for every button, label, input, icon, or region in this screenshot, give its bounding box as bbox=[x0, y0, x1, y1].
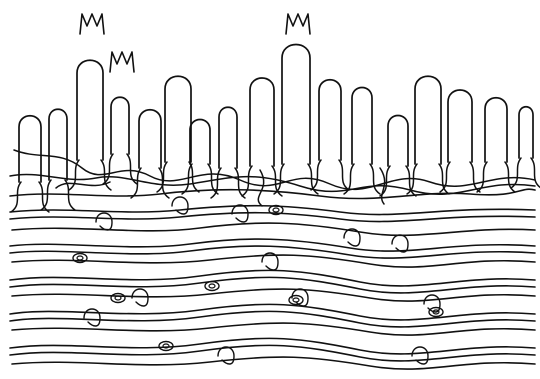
spiral-cell-core bbox=[163, 344, 169, 348]
hypha-strand bbox=[10, 189, 535, 198]
basidium-cell bbox=[190, 120, 210, 165]
basidium-stalk bbox=[531, 158, 540, 188]
hypha-wall bbox=[10, 311, 535, 327]
basidium-stalk bbox=[511, 158, 521, 188]
basidium-cell bbox=[49, 109, 67, 180]
hypha-wall bbox=[10, 277, 535, 293]
hypha-wall bbox=[10, 246, 535, 258]
basidium-cell bbox=[165, 76, 191, 162]
basidium-stalk bbox=[470, 162, 480, 192]
basidium-cell bbox=[111, 97, 129, 154]
spiral-cell-core bbox=[293, 298, 299, 302]
subhymenial-hypha bbox=[56, 182, 110, 188]
basidium-cell bbox=[219, 107, 237, 168]
basidium-stalk bbox=[211, 168, 221, 198]
spiral-cell-core bbox=[209, 284, 215, 288]
basidium-stalk bbox=[440, 162, 450, 192]
clamp-connection bbox=[424, 295, 440, 312]
basidium-cell bbox=[352, 88, 372, 165]
basidium-cell bbox=[319, 80, 341, 160]
clamp-connection bbox=[344, 229, 360, 246]
basidium-cell bbox=[250, 78, 274, 166]
basidium-cell bbox=[388, 116, 408, 167]
spiral-cell-core bbox=[273, 208, 279, 212]
basidium-stalk bbox=[235, 168, 245, 198]
basidium-cell bbox=[485, 98, 507, 162]
spiral-cell-core bbox=[77, 256, 83, 260]
basidium-cell bbox=[415, 76, 441, 164]
clamp-connection bbox=[96, 213, 112, 230]
spiral-cell bbox=[205, 282, 219, 291]
basidium-cell bbox=[282, 45, 310, 165]
subhymenial-hypha bbox=[258, 170, 263, 206]
basidium-cell bbox=[19, 116, 41, 182]
basidium-stalk bbox=[339, 160, 349, 190]
spiral-cell-core bbox=[115, 296, 121, 300]
basidium-cell bbox=[139, 110, 161, 168]
crown-tip bbox=[286, 14, 310, 34]
hypha-strand bbox=[12, 223, 535, 235]
basidium-cell bbox=[519, 107, 533, 158]
spiral-cell bbox=[111, 294, 125, 303]
clamp-connection bbox=[392, 235, 408, 252]
spiral-cell bbox=[289, 296, 303, 305]
clamp-connection bbox=[84, 309, 100, 326]
hypha-strand bbox=[12, 289, 535, 301]
hypha-strand bbox=[12, 255, 535, 267]
crown-tip bbox=[110, 52, 134, 72]
basidium-cell bbox=[448, 90, 472, 162]
clamp-connection bbox=[172, 197, 188, 214]
hypha-strand bbox=[12, 357, 535, 369]
hypha-wall bbox=[10, 345, 535, 361]
spiral-cell bbox=[159, 342, 173, 351]
basidium-stalk bbox=[370, 164, 380, 194]
basidium-cell bbox=[77, 60, 103, 160]
hypha-strand bbox=[10, 239, 535, 251]
clamp-connection bbox=[412, 347, 428, 364]
basidium-stalk bbox=[11, 182, 21, 212]
crown-tip bbox=[80, 14, 104, 34]
